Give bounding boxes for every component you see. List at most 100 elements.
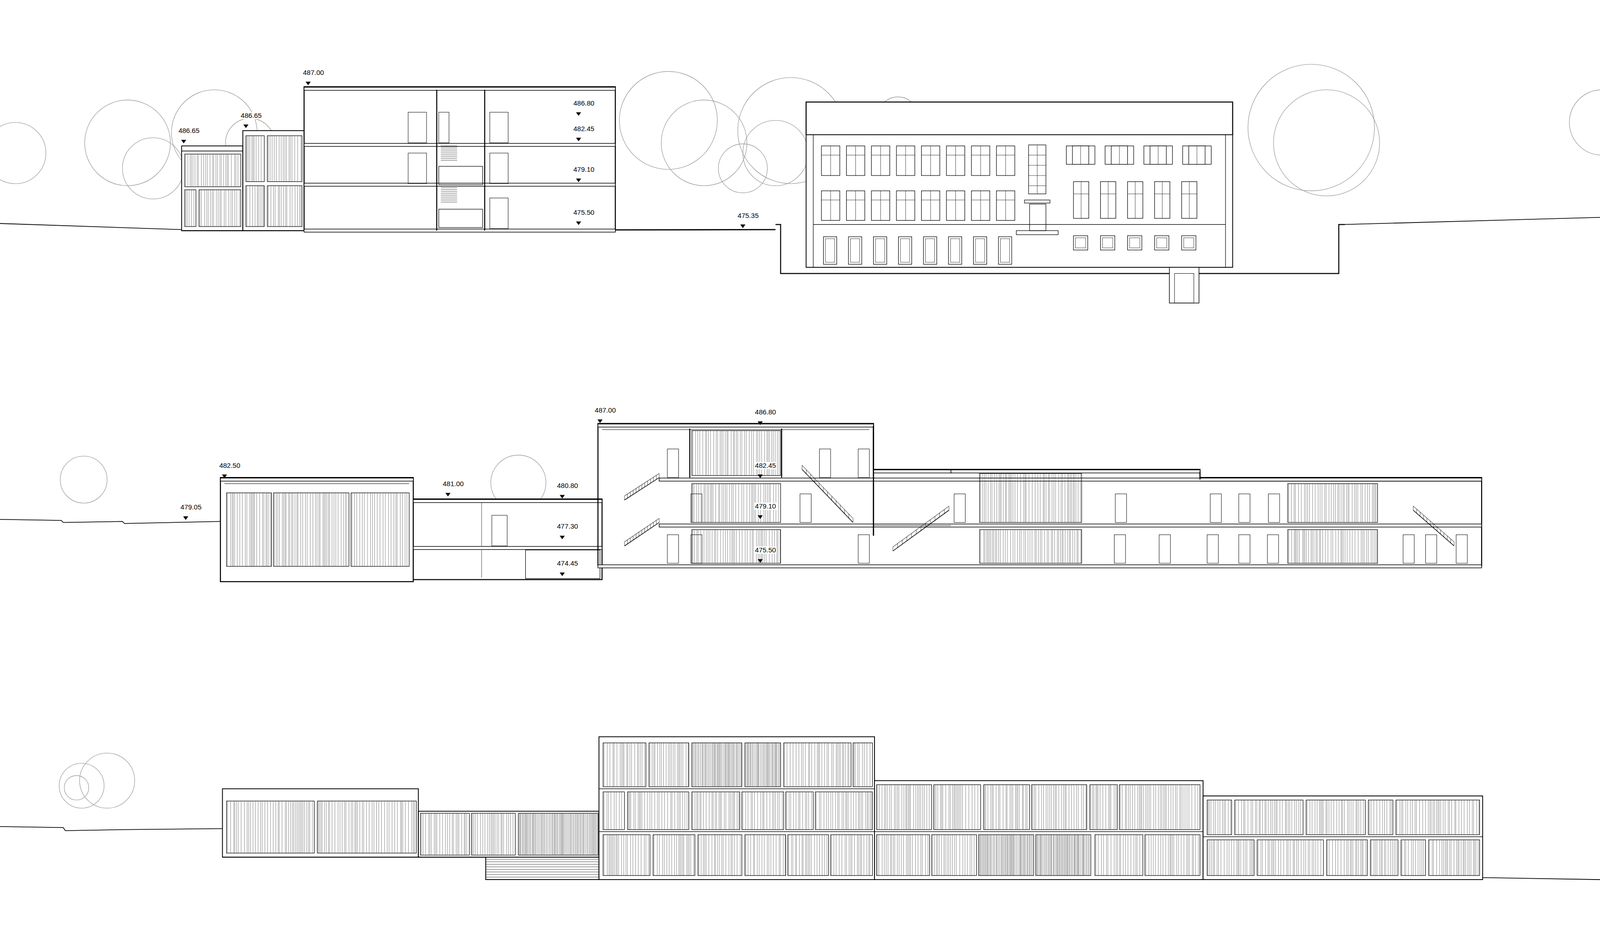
- drawing-line: [238, 801, 239, 854]
- drawing-line: [1401, 800, 1402, 836]
- drawing-line: [276, 493, 277, 567]
- drawing-line: [1012, 835, 1014, 876]
- drawing-line: [694, 743, 696, 788]
- drawing-line: [254, 185, 256, 227]
- drawing-line: [268, 493, 269, 567]
- drawing-line: [272, 135, 273, 182]
- drawing-line: [1344, 484, 1345, 523]
- drawing-line: [932, 835, 934, 876]
- drawing-line: [286, 185, 288, 227]
- drawing-line: [814, 743, 816, 788]
- drawing-line: [700, 835, 702, 876]
- drawing-line: [906, 537, 907, 542]
- drawing-line: [723, 484, 724, 523]
- drawing-line: [1463, 800, 1465, 836]
- drawing-line: [1083, 835, 1084, 876]
- drawing-rect: [489, 153, 508, 184]
- drawing-line: [346, 493, 347, 567]
- drawing-line: [627, 494, 628, 499]
- drawing-line: [1063, 835, 1064, 876]
- drawing-line: [1080, 145, 1081, 165]
- drawing-line: [457, 813, 458, 856]
- drawing-line: [1046, 529, 1048, 564]
- drawing-line: [1225, 800, 1226, 836]
- drawing-line: [567, 813, 569, 856]
- drawing-line: [717, 529, 718, 564]
- drawing-line: [1344, 800, 1345, 836]
- drawing-line: [644, 835, 645, 876]
- drawing-line: [703, 529, 704, 564]
- drawing-line: [910, 835, 911, 876]
- drawing-line: [292, 801, 293, 854]
- drawing-line: [1139, 784, 1140, 830]
- drawing-line: [1296, 529, 1297, 564]
- drawing-line: [658, 473, 660, 478]
- drawing-line: [667, 792, 668, 831]
- drawing-line: [525, 813, 526, 856]
- drawing-line: [538, 813, 539, 856]
- drawing-line: [639, 792, 640, 831]
- drawing-line: [579, 813, 581, 856]
- drawing-line: [676, 835, 678, 876]
- drawing-rect: [871, 191, 890, 221]
- drawing-line: [1425, 800, 1426, 836]
- drawing-line: [971, 784, 973, 830]
- drawing-line: [466, 813, 467, 856]
- drawing-line: [485, 877, 600, 878]
- drawing-line: [871, 199, 890, 201]
- drawing-line: [435, 813, 436, 856]
- drawing-line: [682, 835, 683, 876]
- drawing-line: [570, 813, 571, 856]
- drawing-rect: [846, 191, 865, 221]
- drawing-line: [1218, 840, 1219, 876]
- drawing-line: [1298, 800, 1300, 836]
- drawing-line: [210, 189, 211, 227]
- drawing-rect: [1075, 237, 1086, 248]
- drawing-line: [705, 743, 707, 788]
- drawing-line: [1022, 835, 1024, 876]
- drawing-line: [274, 493, 275, 567]
- drawing-line: [1374, 484, 1376, 523]
- drawing-line: [1426, 518, 1428, 523]
- drawing-line: [309, 801, 310, 854]
- drawing-line: [629, 538, 631, 543]
- drawing-line: [1209, 840, 1211, 876]
- drawing-line: [1108, 784, 1110, 830]
- drawing-line: [331, 493, 333, 567]
- drawing-line: [670, 792, 672, 831]
- drawing-line: [677, 743, 678, 788]
- drawing-line: [339, 801, 341, 854]
- drawing-rect: [408, 153, 427, 184]
- drawing-line: [995, 835, 997, 876]
- drawing-line: [715, 835, 716, 876]
- drawing-line: [681, 835, 682, 876]
- drawing-line: [1125, 784, 1126, 830]
- drawing-line: [298, 801, 299, 854]
- drawing-line: [1312, 484, 1313, 523]
- drawing-line: [1095, 835, 1097, 876]
- drawing-line: [760, 743, 761, 788]
- drawing-line: [871, 792, 872, 831]
- drawing-path: [1413, 506, 1455, 543]
- drawing-line: [1351, 484, 1353, 523]
- drawing-line: [1314, 800, 1316, 836]
- drawing-line: [1055, 473, 1056, 523]
- drawing-line: [1041, 784, 1042, 830]
- drawing-line: [192, 154, 194, 187]
- drawing-rect: [875, 239, 885, 263]
- drawing-line: [999, 473, 1001, 523]
- drawing-rect: [691, 430, 781, 476]
- drawing-line: [905, 191, 907, 221]
- drawing-line: [1304, 529, 1306, 564]
- drawing-rect: [471, 813, 516, 856]
- drawing-line: [252, 135, 254, 182]
- drawing-line: [727, 430, 729, 476]
- drawing-line: [1327, 529, 1328, 564]
- drawing-line: [341, 801, 343, 854]
- drawing-line: [1162, 835, 1163, 876]
- drawing-line: [395, 493, 397, 567]
- drawing-line: [533, 813, 534, 856]
- drawing-line: [987, 529, 989, 564]
- drawing-line: [927, 835, 928, 876]
- drawing-line: [1015, 835, 1017, 876]
